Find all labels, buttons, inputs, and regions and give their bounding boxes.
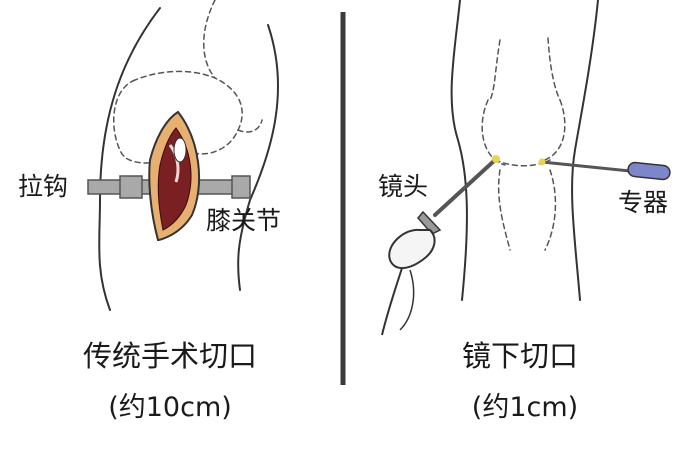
instrument-handle [627,161,671,181]
left-subcaption: (约10cm) [108,392,232,423]
left-caption: 传统手术切口 [82,339,257,373]
right-subcaption: (约1cm) [471,392,579,423]
label-retractor: 拉钩 [18,172,69,201]
incision-highlight [168,144,180,183]
incision-cartilage [173,137,187,163]
label-instrument: 专器 [618,188,669,217]
right-patella-dashed [481,99,566,166]
arthroscope-cable [381,267,403,336]
arthroscope-camera [388,228,436,269]
right-joint-dashed [489,37,561,251]
left-patella-dashed [113,70,243,164]
surgical-instrument [538,158,671,181]
label-knee-joint: 膝关节 [206,206,282,235]
right-leg-outline-left [450,0,468,301]
instrument-shaft [540,160,642,174]
label-scope: 镜头 [378,172,429,201]
retractor-end-left [119,175,143,199]
left-leg-outline-right [237,24,279,291]
instrument-tip-glow [538,158,546,166]
retractor-end-right [231,175,251,199]
arthroscope-tip-glow [492,155,500,163]
arthroscope-cable-2 [399,269,415,331]
open-incision [148,110,201,242]
arthroscope [381,155,500,336]
right-knee-illustration [450,0,599,301]
right-caption: 镜下切口 [461,339,578,373]
right-leg-outline-right [571,0,599,301]
arthroscope-shaft [433,158,497,217]
left-femur-dashed [203,0,263,133]
